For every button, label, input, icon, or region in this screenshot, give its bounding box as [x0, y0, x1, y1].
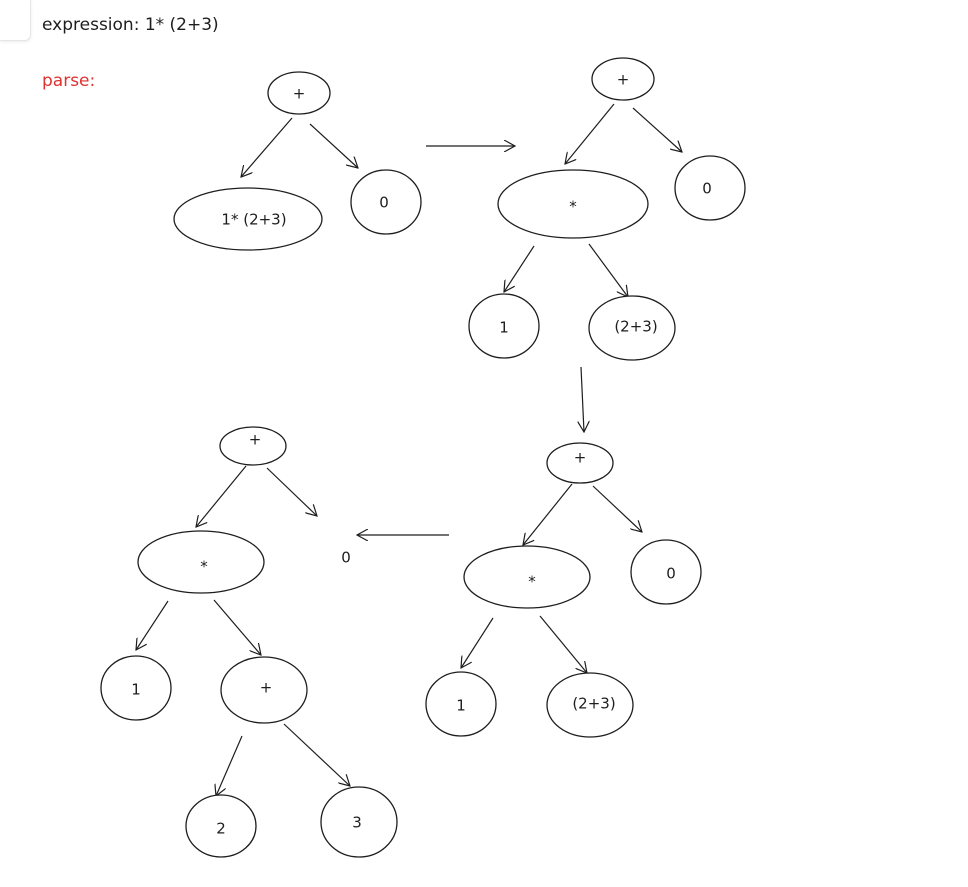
tree-node-inner-plus: +: [220, 656, 308, 724]
svg-text:3: 3: [352, 814, 362, 832]
stage-arrow: [581, 366, 584, 432]
edge: [136, 600, 169, 650]
tree-node-two: 2: [185, 794, 257, 858]
tree-node-one: 1: [425, 671, 497, 737]
svg-text:+: +: [574, 449, 587, 467]
svg-text:(2+3): (2+3): [614, 318, 657, 336]
tree-node-multiply: *: [497, 169, 649, 239]
svg-text:0: 0: [379, 194, 389, 212]
corner-card: [0, 0, 31, 41]
tree-node-plus: +: [546, 442, 614, 484]
stage-2-tree: + * 0 1 (2+3): [468, 57, 746, 361]
svg-text:2: 2: [216, 820, 226, 838]
tree-node-zero: 0: [674, 155, 746, 221]
tree-node-plus: +: [591, 57, 655, 101]
tree-node-zero: 0: [350, 169, 422, 235]
edge: [241, 117, 293, 177]
svg-text:1* (2+3): 1* (2+3): [221, 211, 286, 229]
svg-text:*: *: [528, 573, 536, 591]
edge: [216, 735, 243, 796]
tree-node-zero: 0: [630, 539, 702, 605]
stage-4-tree: + * 0 1 + 2 3: [100, 426, 398, 858]
svg-text:1: 1: [456, 697, 466, 715]
edge: [266, 467, 317, 516]
svg-text:0: 0: [666, 565, 676, 583]
tree-node-multiply: *: [137, 530, 265, 594]
edge: [309, 123, 358, 168]
edge: [632, 107, 682, 152]
tree-node-plus: +: [219, 426, 287, 466]
svg-text:+: +: [260, 679, 273, 697]
tree-node-paren-sum: (2+3): [546, 672, 634, 738]
parse-label: parse:: [42, 71, 95, 91]
stage-1-tree: + 1* (2+3) 0: [173, 71, 422, 251]
edge: [588, 243, 628, 297]
svg-text:1: 1: [499, 319, 509, 337]
svg-text:1: 1: [131, 681, 141, 699]
edge: [213, 599, 261, 655]
tree-node-zero: 0: [341, 549, 351, 567]
edge: [504, 245, 535, 292]
tree-node-plus: +: [267, 71, 331, 115]
tree-node-multiply: *: [463, 545, 591, 609]
tree-node-one: 1: [468, 293, 540, 359]
edge: [565, 103, 615, 164]
edge: [283, 723, 350, 786]
edge: [461, 617, 494, 668]
edge: [539, 615, 587, 673]
expression-label: expression: 1* (2+3): [42, 15, 219, 35]
stage-3-tree: + * 0 1 (2+3): [425, 442, 702, 738]
edge: [592, 485, 642, 532]
svg-text:0: 0: [702, 180, 712, 198]
edge: [196, 465, 247, 527]
tree-node-paren-sum: (2+3): [588, 295, 676, 361]
svg-text:+: +: [293, 85, 306, 103]
svg-text:*: *: [569, 198, 577, 216]
edge: [523, 483, 573, 545]
svg-text:+: +: [617, 71, 630, 89]
svg-text:*: *: [200, 558, 208, 576]
tree-node-three: 3: [320, 786, 398, 858]
tree-node-one: 1: [100, 655, 172, 721]
svg-text:(2+3): (2+3): [572, 695, 615, 713]
tree-node-expression: 1* (2+3): [173, 187, 323, 251]
svg-text:+: +: [249, 431, 262, 449]
